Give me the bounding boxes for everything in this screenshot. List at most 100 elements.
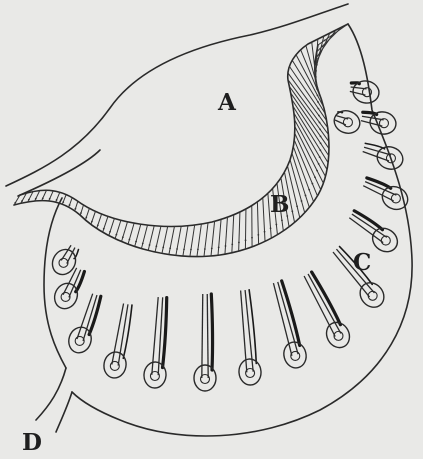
- cell-hair-process: [282, 281, 300, 346]
- epithelium-striation: [245, 209, 246, 249]
- receptor-cell: [66, 294, 101, 356]
- cell-nucleus: [201, 375, 210, 384]
- cell-nucleus: [75, 336, 84, 345]
- receptor-cell: [350, 79, 381, 105]
- cell-hair-process: [249, 290, 256, 364]
- epithelium-dot: [49, 198, 51, 200]
- receptor-cell: [51, 268, 85, 313]
- cell-nucleus: [368, 291, 377, 300]
- epithelium-striation: [239, 212, 240, 251]
- epithelium-dot: [317, 108, 319, 110]
- receptor-cell: [363, 143, 406, 172]
- epithelium-dot: [103, 228, 105, 230]
- epithelium-dot: [315, 82, 317, 84]
- cell-hair-process: [76, 271, 85, 291]
- epithelium-dot: [56, 199, 58, 201]
- cell-stalk: [308, 274, 341, 334]
- cell-body: [238, 358, 262, 386]
- cell-stalk: [152, 297, 158, 375]
- cell-stalk: [112, 304, 124, 365]
- epithelium-dot: [318, 163, 320, 165]
- label-a: A: [217, 89, 237, 116]
- cell-body: [355, 278, 389, 312]
- epithelium-dot: [319, 149, 321, 151]
- epithelium-striation: [296, 55, 323, 107]
- cell-stalk: [278, 282, 298, 354]
- epithelium-dot: [14, 202, 16, 204]
- epithelium-dot: [314, 176, 316, 178]
- epithelium-dot: [142, 242, 144, 244]
- epithelium-dot: [211, 247, 213, 249]
- epithelium-dot: [42, 197, 44, 199]
- epithelium-dot: [97, 224, 99, 226]
- epithelium-dot: [91, 221, 93, 223]
- epithelium-dot: [319, 156, 321, 158]
- epithelium-striation: [211, 221, 215, 256]
- receptor-cell: [273, 281, 309, 370]
- cell-body: [379, 183, 412, 214]
- epithelium-dot: [315, 70, 317, 72]
- epithelium-striation: [218, 219, 221, 255]
- epithelium-dot: [305, 195, 307, 197]
- epithelium-dot: [80, 212, 82, 214]
- epithelium-striation: [225, 217, 228, 254]
- cell-hair-process: [354, 211, 382, 230]
- epithelium-dot: [62, 201, 64, 203]
- epithelium-dot: [317, 58, 319, 60]
- receptor-cell: [304, 272, 354, 352]
- cell-hair-process: [163, 298, 167, 368]
- epithelium-dot: [176, 248, 178, 250]
- epithelium-dot: [319, 122, 321, 124]
- epithelium-dot: [149, 244, 151, 246]
- cell-body: [322, 318, 354, 351]
- epithelium-dot: [281, 219, 283, 221]
- epithelium-striation: [197, 224, 201, 257]
- epithelium-dot: [318, 115, 320, 117]
- epithelium-dot: [296, 205, 298, 207]
- stalk-line-right: [56, 392, 72, 432]
- epithelium-dot: [311, 183, 313, 185]
- epithelium-striation: [263, 198, 265, 242]
- epithelium-striation: [204, 223, 208, 257]
- receptor-cell: [331, 107, 363, 137]
- epithelium-dot: [231, 243, 233, 245]
- epithelium-striation: [232, 215, 234, 253]
- epithelium-striation: [122, 222, 128, 242]
- epithelium-dot: [129, 239, 131, 241]
- cell-body: [194, 365, 216, 391]
- epithelium-dot: [316, 170, 318, 172]
- epithelium-striation: [176, 226, 181, 255]
- epithelium-striation: [103, 216, 108, 232]
- epithelium-dot: [251, 237, 253, 239]
- epithelium-striation: [162, 226, 168, 253]
- epithelium-striation: [190, 225, 195, 256]
- receptor-cell: [143, 297, 167, 389]
- epithelium-dot: [308, 189, 310, 191]
- epithelium-dot: [162, 247, 164, 249]
- epithelium-striation: [109, 218, 115, 235]
- epithelium-dot: [218, 246, 220, 248]
- receptor-cell: [238, 290, 262, 386]
- epithelium-dot: [85, 217, 87, 219]
- epithelium-dot: [291, 210, 293, 212]
- epithelium-dot: [28, 199, 30, 201]
- epithelium-striation: [135, 224, 141, 246]
- upper-wall-outline: [6, 4, 348, 186]
- epithelium-striation: [91, 211, 96, 224]
- receptor-cell: [361, 110, 398, 137]
- epithelium-dot: [225, 245, 227, 247]
- cell-stalk: [349, 218, 383, 243]
- cell-nucleus: [379, 119, 388, 128]
- cell-body: [143, 361, 167, 388]
- label-b: B: [270, 191, 289, 218]
- epithelium-dot: [317, 94, 319, 96]
- epithelium-dot: [321, 46, 323, 48]
- epithelium-dot: [190, 249, 192, 251]
- epithelium-dot: [115, 234, 117, 236]
- cell-hair-process: [211, 294, 212, 370]
- cell-hair-process: [367, 178, 391, 188]
- epithelium-outer-edge: [14, 45, 329, 257]
- epithelium-striation: [169, 226, 175, 254]
- cell-stalk: [352, 214, 387, 237]
